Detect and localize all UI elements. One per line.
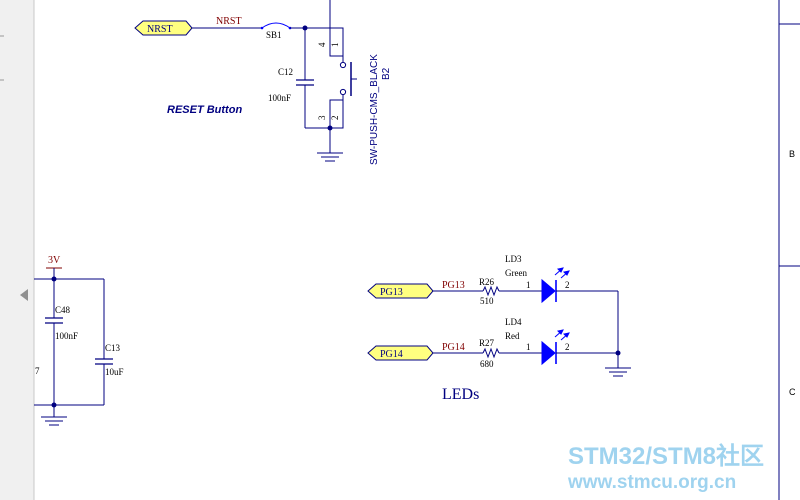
ld4-light-arrows-icon <box>554 329 570 341</box>
ld3-light-arrows-icon <box>554 267 570 279</box>
border-zone-b: B <box>789 149 795 159</box>
ground-icon <box>41 416 67 426</box>
watermark-title: STM32/STM8社区 <box>568 442 764 470</box>
r26-ref: R26 <box>479 277 495 287</box>
switch-pin-1: 1 <box>330 43 340 48</box>
nrst-net-label: NRST <box>216 16 242 27</box>
junction-dot <box>615 350 621 356</box>
switch-pin-4: 4 <box>317 42 327 47</box>
ground-icon <box>605 367 631 377</box>
switch-ref: B2 <box>381 67 392 80</box>
power-rail-label: 3V <box>48 255 61 266</box>
pg14-port-label: PG14 <box>380 349 403 360</box>
r26-resistor <box>482 285 500 297</box>
border-zone-c: C <box>789 387 796 397</box>
watermark-url: www.stmcu.org.cn <box>567 472 736 493</box>
reset-section-title: RESET Button <box>167 104 242 116</box>
ld3-pin-2: 2 <box>565 280 570 290</box>
c12-ref: C12 <box>278 67 293 77</box>
r27-ref: R27 <box>479 338 495 348</box>
led-block: PG13 PG13 R26 510 1 LD3 Green 2 PG14 <box>367 254 631 403</box>
switch-contact <box>339 88 347 96</box>
clipped-label: 7 <box>35 366 40 376</box>
ld4-diode-icon <box>541 340 556 366</box>
switch-pin-2: 2 <box>330 116 340 121</box>
ground-icon <box>317 152 343 162</box>
pg13-port-label: PG13 <box>380 287 403 298</box>
reset-button-block: NRST NRST SB1 C12 100nF 4 1 3 <box>134 0 392 165</box>
led-row-pg14: PG14 PG14 R27 680 1 LD4 Red 2 <box>367 317 618 369</box>
sb1-pad <box>260 26 264 30</box>
c13-value: 10uF <box>105 367 124 377</box>
ld4-pin-1: 1 <box>526 342 531 352</box>
ld4-color: Red <box>505 331 520 341</box>
nrst-port-label: NRST <box>147 24 173 35</box>
collapse-arrow-icon[interactable] <box>20 289 28 301</box>
switch-pin-3: 3 <box>317 115 327 120</box>
c48-ref: C48 <box>55 305 71 315</box>
switch-top-body <box>329 27 344 57</box>
ld3-diode-icon <box>541 278 556 304</box>
ld4-pin-2: 2 <box>565 342 570 352</box>
ld3-pin-1: 1 <box>526 280 531 290</box>
power-decoupling-block: 3V C48 100nF C13 10uF 7 <box>34 255 124 426</box>
c48-value: 100nF <box>55 331 78 341</box>
pg13-net-label: PG13 <box>442 280 465 291</box>
r27-value: 680 <box>480 359 494 369</box>
r26-value: 510 <box>480 296 494 306</box>
solder-bridge-sb1 <box>261 22 291 29</box>
led-row-pg13: PG13 PG13 R26 510 1 LD3 Green 2 <box>367 254 618 306</box>
c13-ref: C13 <box>105 343 121 353</box>
pg14-net-label: PG14 <box>442 342 465 353</box>
ld3-color: Green <box>505 268 527 278</box>
switch-contact <box>339 61 347 69</box>
left-margin-strip <box>0 0 34 500</box>
ld4-ref: LD4 <box>505 317 522 327</box>
sb1-ref: SB1 <box>266 30 282 40</box>
c12-value: 100nF <box>268 93 291 103</box>
switch-bottom-body <box>329 99 344 129</box>
leds-section-title: LEDs <box>442 386 479 403</box>
switch-part-name: SW-PUSH-CMS_BLACK <box>369 54 380 165</box>
ld3-ref: LD3 <box>505 254 522 264</box>
r27-resistor <box>482 347 500 359</box>
